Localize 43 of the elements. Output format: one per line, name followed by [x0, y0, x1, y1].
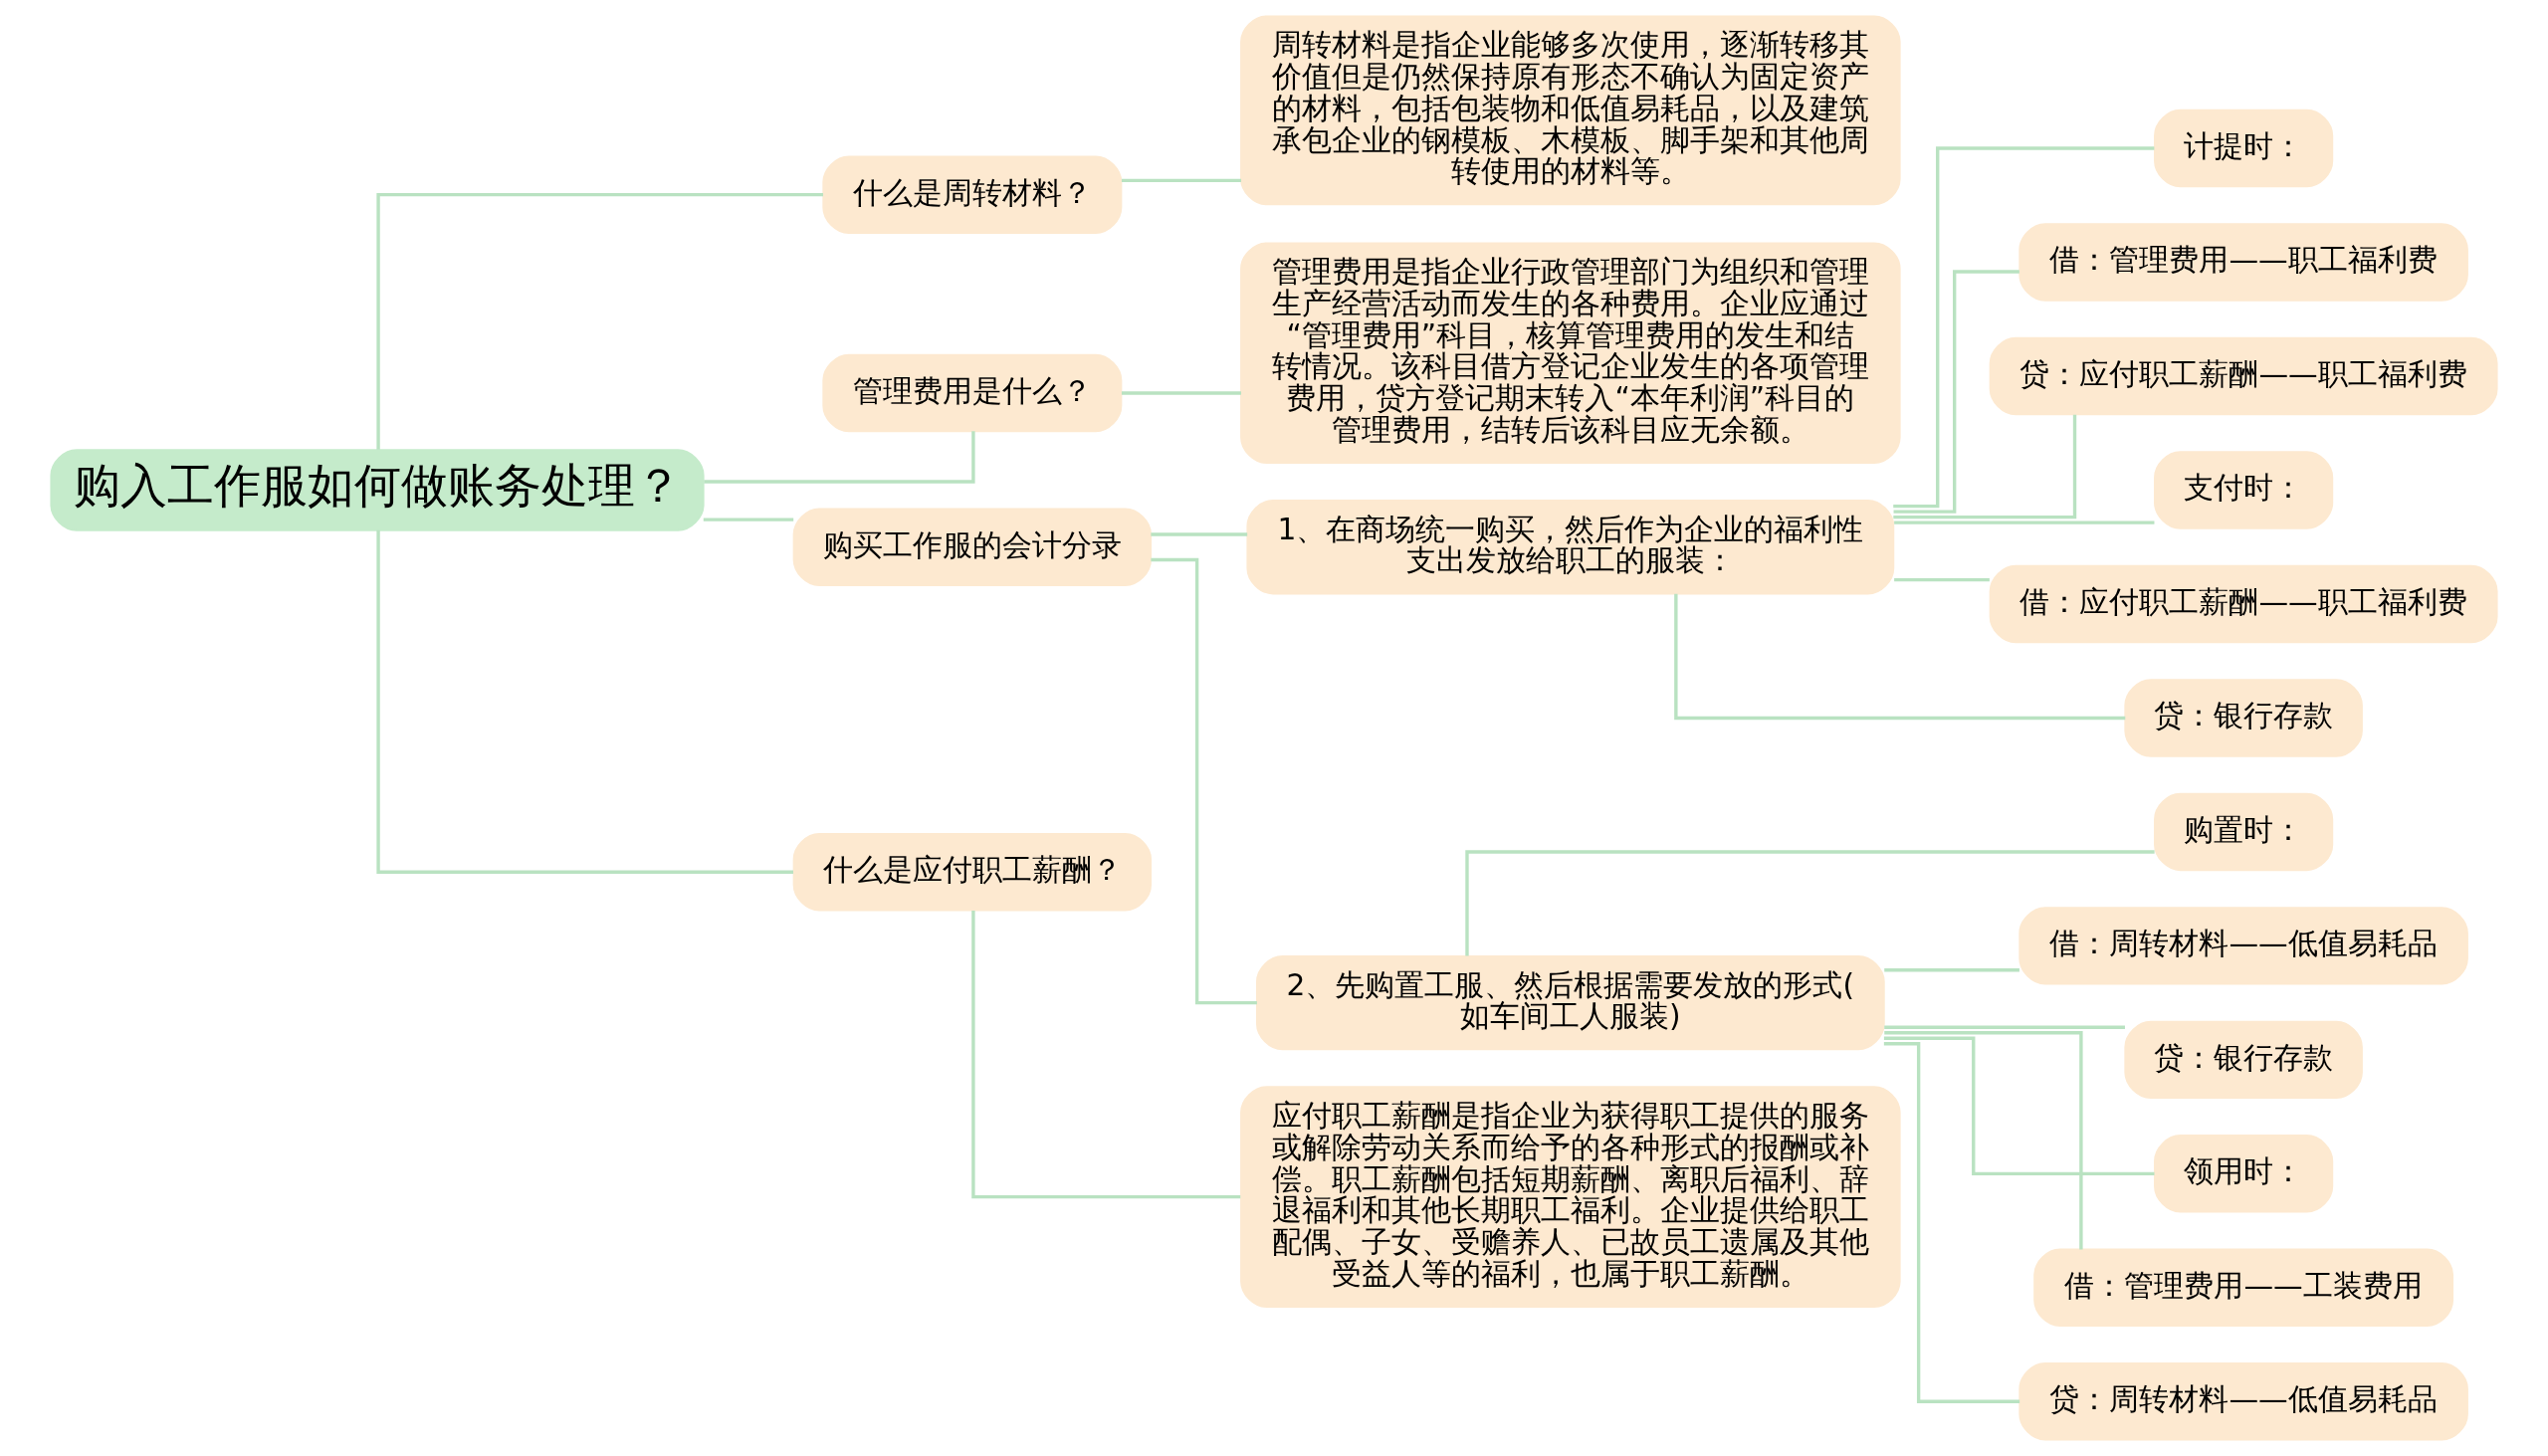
node-box: 1、在商场统一购买，然后作为企业的福利性支出发放给职工的服装：: [1246, 500, 1895, 595]
node-box: 应付职工薪酬是指企业为获得职工提供的服务或解除劳动关系而给予的各种形式的报酬或补偿。职工薪酬包括短期薪酬、离职后福利、辞退福利和其他长期职工福利。企业提供给职工配偶、子女、受赡养人、已故员工遗属及其他受益人等的福利，也属于职工薪酬。: [1240, 1086, 1901, 1308]
connector: [1151, 532, 1248, 536]
node-box: 周转材料是指企业能够多次使用，逐渐转移其价值但是仍然保持原有形态不确认为固定资产的材料，包括包装物和低值易耗品，以及建筑承包企业的钢模板、木模板、脚手架和其他周转使用的材料等。: [1240, 15, 1901, 206]
node-box: 借：管理费用——工装费用: [2033, 1248, 2454, 1328]
node-box: 贷：银行存款: [2124, 679, 2363, 757]
connector: [1884, 1031, 2083, 1250]
connector: [1884, 1025, 2125, 1029]
node-box: 管理费用是什么？: [822, 353, 1123, 433]
connector: [704, 431, 975, 484]
node-box: 什么是周转材料？: [822, 155, 1123, 234]
connector: [971, 910, 1241, 1199]
node-box: 什么是应付职工薪酬？: [792, 832, 1153, 912]
node-box: 借：应付职工薪酬——职工福利费: [1989, 564, 2498, 644]
node-box: 购入工作服如何做账务处理？: [50, 449, 705, 531]
node-box: 借：管理费用——职工福利费: [2018, 223, 2468, 302]
node-box: 计提时：: [2154, 108, 2334, 188]
connector: [1894, 577, 1990, 582]
connector: [1465, 850, 2155, 956]
node-box: 借：周转材料——低值易耗品: [2018, 907, 2468, 985]
connector: [376, 529, 793, 874]
connector: [1893, 414, 2077, 520]
connector: [1121, 178, 1242, 183]
connector: [1883, 1036, 2155, 1176]
node-box: 贷：周转材料——低值易耗品: [2018, 1362, 2468, 1441]
connector: [1674, 593, 2126, 721]
connector: [376, 193, 824, 450]
node-box: 领用时：: [2154, 1135, 2334, 1213]
node-box: 贷：银行存款: [2124, 1020, 2363, 1100]
node-box: 支付时：: [2154, 451, 2334, 529]
node-box: 购置时：: [2154, 792, 2334, 872]
connector: [1893, 146, 2155, 509]
connector: [1894, 520, 2155, 524]
connector: [1151, 557, 1257, 1005]
connector: [1883, 1042, 2020, 1403]
node-box: 购买工作服的会计分录: [792, 508, 1153, 586]
connector: [1884, 968, 2019, 972]
node-box: 管理费用是指企业行政管理部门为组织和管理生产经营活动而发生的各种费用。企业应通过“管理费用”科目，核算管理费用的发生和结转情况。该科目借方登记企业发生的各项管理费用，贷方登记期末转入“本年利润”科目的管理费用，结转后该科目应无余额。: [1240, 242, 1901, 464]
connector: [1121, 391, 1242, 395]
connector: [703, 518, 794, 521]
node-box: 贷：应付职工薪酬——职工福利费: [1989, 336, 2498, 416]
node-box: 2、先购置工服、然后根据需要发放的形式(如车间工人服装): [1256, 954, 1885, 1051]
connector: [1893, 270, 2019, 514]
